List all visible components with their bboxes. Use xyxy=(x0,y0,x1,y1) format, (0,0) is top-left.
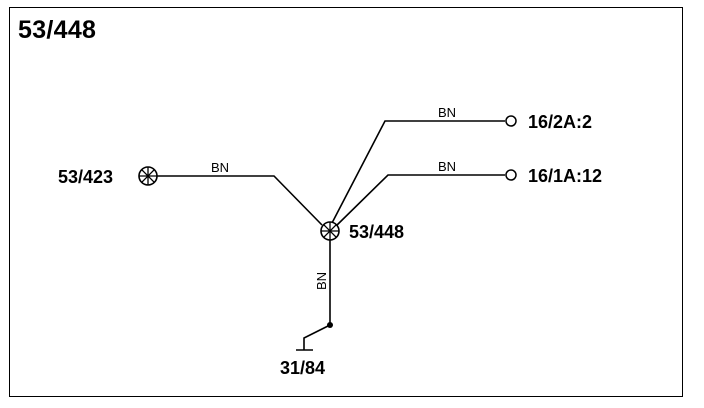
wire-top-right xyxy=(331,120,505,224)
terminal-16-2a-2-label: 16/2A:2 xyxy=(528,112,592,132)
wire-top-right-color: BN xyxy=(438,105,456,120)
ground-31-84-label: 31/84 xyxy=(280,358,325,378)
terminal-16-1a-12-symbol xyxy=(505,169,517,181)
terminal-16-2a-2-symbol xyxy=(505,115,517,127)
diagram-frame xyxy=(9,7,683,397)
terminal-16-1a-12-label: 16/1A:12 xyxy=(528,166,602,186)
diagram-title: 53/448 xyxy=(18,16,97,44)
wire-mid-right-color: BN xyxy=(438,159,456,174)
wire-left-color: BN xyxy=(211,160,229,175)
splice-53-448-symbol xyxy=(320,221,340,241)
wire-mid-right xyxy=(334,174,505,228)
connector-53-423-label: 53/423 xyxy=(58,167,113,187)
splice-53-448-label: 53/448 xyxy=(349,222,404,242)
wire-ground-color: BN xyxy=(314,272,329,290)
connector-53-423-symbol xyxy=(138,166,158,186)
ground-lead xyxy=(303,324,331,350)
wire-left xyxy=(157,175,323,226)
